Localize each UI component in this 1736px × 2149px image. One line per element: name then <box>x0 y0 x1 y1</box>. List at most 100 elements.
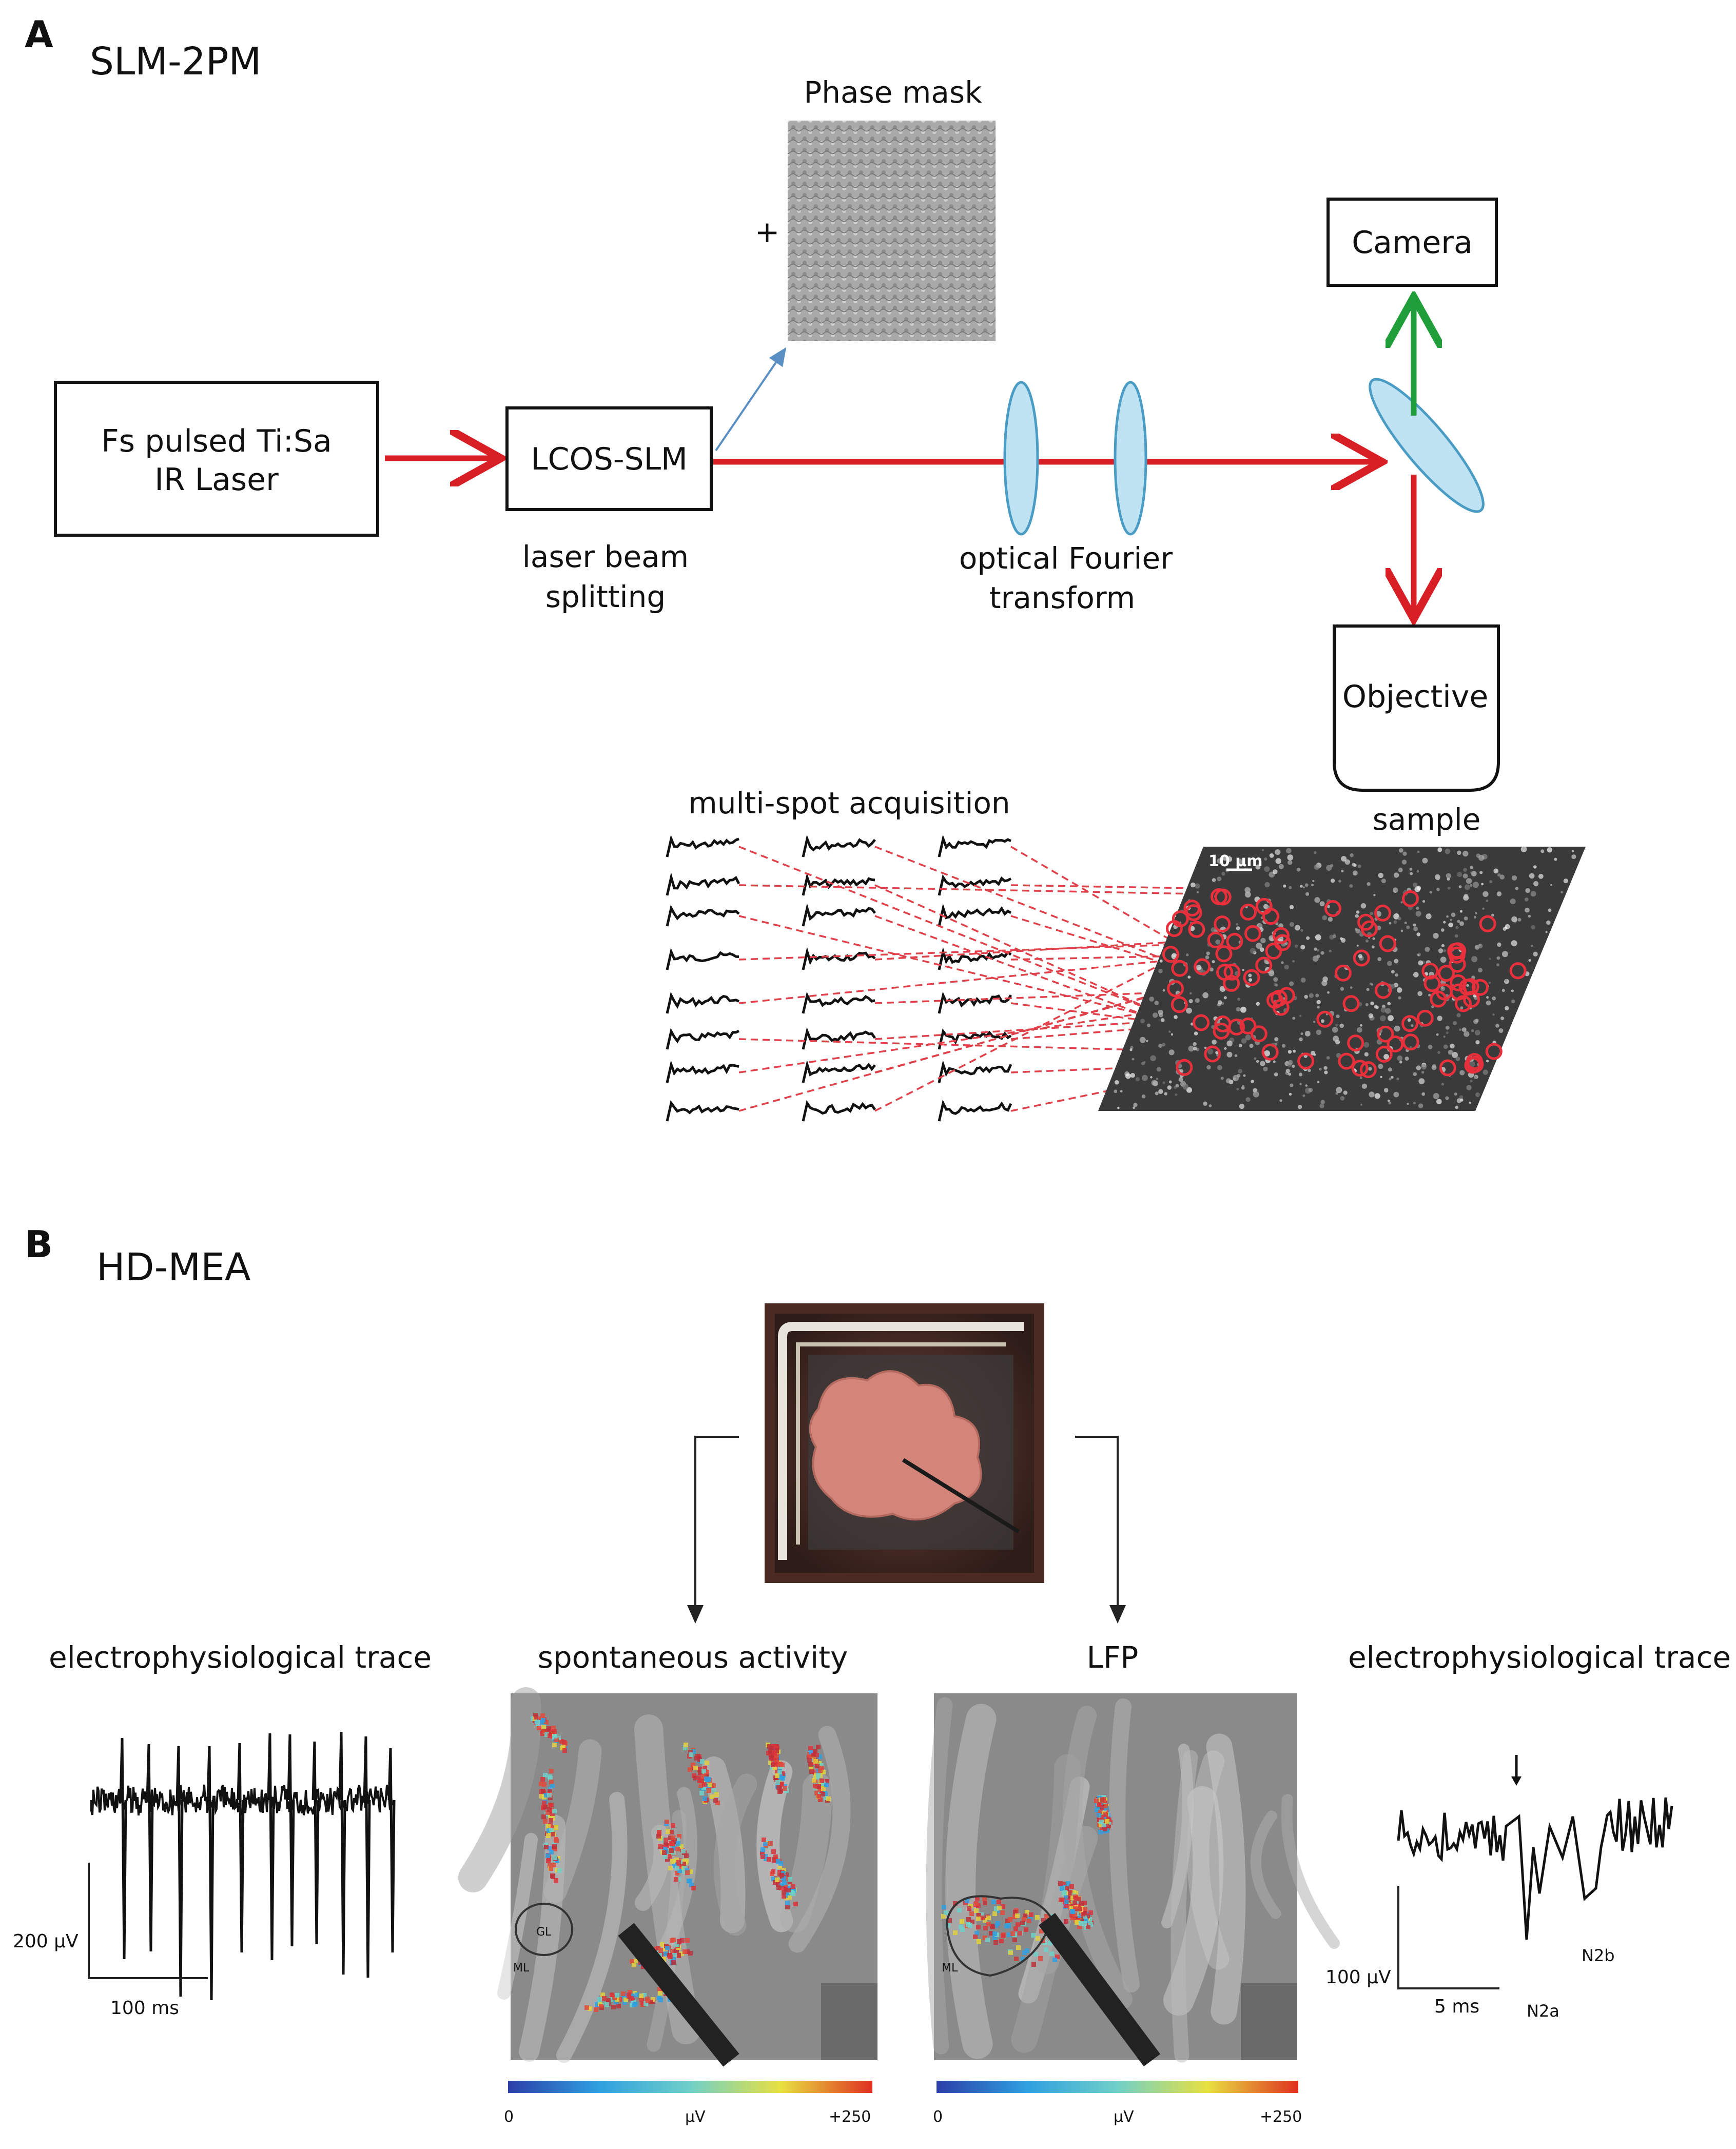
sample-speckle-dot <box>1415 911 1421 917</box>
map-activity-pixel <box>553 1855 557 1860</box>
map-activity-pixel <box>1023 1913 1027 1918</box>
sample-roi-spot <box>1204 1045 1221 1063</box>
map-activity-pixel <box>672 1953 677 1958</box>
sample-speckle-dot <box>1237 998 1241 1001</box>
sample-speckle-dot <box>1396 1077 1399 1081</box>
sample-speckle-dot <box>1133 1106 1136 1109</box>
map-activity-pixel <box>688 1767 692 1772</box>
map-activity-pixel <box>771 1849 776 1854</box>
spont-map-roi <box>515 1903 573 1956</box>
map-activity-pixel <box>1022 1950 1027 1955</box>
sample-speckle-dot <box>1410 872 1413 875</box>
multispot-label: multi-spot acquisition <box>688 786 1010 820</box>
map-activity-pixel <box>1084 1919 1088 1923</box>
lfp-map-small-label-2: ML <box>942 1962 958 1975</box>
sample-speckle-dot <box>1397 916 1401 921</box>
sample-speckle-dot <box>1369 1091 1375 1098</box>
map-activity-pixel <box>645 1997 650 2001</box>
sample-roi-spot <box>1342 995 1360 1012</box>
sample-speckle-dot <box>1238 1044 1242 1047</box>
sample-roi-spot <box>1509 962 1527 980</box>
sample-speckle-dot <box>1369 982 1373 986</box>
map-activity-pixel <box>544 1720 549 1725</box>
sample-speckle-dot <box>1304 1030 1311 1037</box>
map-activity-pixel <box>547 1846 552 1850</box>
sample-speckle-dot <box>1269 853 1274 858</box>
sample-scale-label: 10 µm <box>1208 852 1263 870</box>
map-activity-pixel <box>543 1773 548 1777</box>
spont-map-electrode <box>618 1923 739 2067</box>
sample-speckle-dot <box>1457 920 1460 923</box>
sample-speckle-dot <box>1141 1094 1146 1099</box>
sample-speckle-dot <box>1462 851 1469 857</box>
sample-speckle-dot <box>1287 854 1294 861</box>
sample-speckle-dot <box>1407 1103 1409 1105</box>
sample-speckle-dot <box>1525 888 1530 893</box>
sample-roi-spot <box>1194 958 1211 975</box>
map-activity-pixel <box>1044 1947 1048 1952</box>
map-activity-pixel <box>540 1777 545 1782</box>
map-activity-pixel <box>609 1997 613 2002</box>
sample-speckle-dot <box>1511 875 1517 881</box>
sample-speckle-dot <box>1135 1077 1140 1082</box>
sample-speckle-dot <box>1300 929 1303 932</box>
sample-speckle-dot <box>1390 984 1395 989</box>
map-activity-pixel <box>695 1754 700 1759</box>
sample-speckle-dot <box>1306 936 1310 940</box>
sample-roi-spot <box>1458 979 1476 996</box>
sample-speckle-dot <box>1217 876 1222 882</box>
sample-speckle-dot <box>1370 912 1373 915</box>
sample-roi-spot <box>1250 1025 1267 1043</box>
sample-speckle-dot <box>1158 969 1163 973</box>
map-activity-pixel <box>704 1776 709 1781</box>
sample-speckle-dot <box>1352 870 1358 876</box>
sample-speckle-dot <box>1374 1005 1378 1009</box>
sample-roi-spot <box>1214 915 1231 933</box>
sample-speckle-dot <box>1226 856 1233 862</box>
sample-speckle-dot <box>1129 1048 1133 1051</box>
map-activity-pixel <box>772 1857 777 1862</box>
map-activity-pixel <box>548 1789 552 1794</box>
sample-speckle-dot <box>1561 891 1563 893</box>
sample-speckle-dot <box>1394 1025 1400 1032</box>
sample-speckle-dot <box>1309 993 1314 998</box>
map-activity-pixel <box>816 1794 821 1799</box>
sample-speckle-dot <box>1482 907 1485 910</box>
map-activity-pixel <box>1072 1912 1077 1917</box>
sample-speckle-dot <box>1459 1095 1464 1100</box>
sample-speckle-dot <box>1505 979 1508 982</box>
sample-speckle-dot <box>1132 1058 1135 1061</box>
sample-speckle-dot <box>1454 1092 1457 1096</box>
map-activity-pixel <box>809 1769 814 1774</box>
sample-speckle-dot <box>1275 849 1281 855</box>
sample-speckle-dot <box>1550 884 1553 886</box>
sample-speckle-dot <box>1530 891 1536 897</box>
sample-speckle-dot <box>1511 989 1514 992</box>
sample-roi-spot <box>1479 915 1496 932</box>
sample-speckle-dot <box>1389 1078 1392 1081</box>
sample-speckle-dot <box>1407 1018 1411 1022</box>
map-activity-pixel <box>970 1920 974 1924</box>
sample-speckle-dot <box>1217 1065 1222 1070</box>
slm-caption-line1: laser beam <box>522 539 689 574</box>
lfp-colorbar-min: 0 <box>933 2108 943 2126</box>
map-tissue-band <box>543 1739 602 1903</box>
sample-speckle-dot <box>1159 959 1163 963</box>
map-activity-pixel <box>775 1773 779 1778</box>
map-activity-pixel <box>551 1726 556 1730</box>
sample-roi-spot <box>1324 900 1341 917</box>
sample-speckle-dot <box>1571 850 1574 853</box>
sample-speckle-dot <box>1397 1055 1403 1061</box>
sample-speckle-dot <box>1548 908 1552 912</box>
sample-speckle-dot <box>1240 1006 1246 1013</box>
sample-speckle-dot <box>1416 870 1419 873</box>
sample-speckle-dot <box>1391 1076 1394 1079</box>
sample-speckle-dot <box>1445 1025 1450 1030</box>
multispot-trace <box>666 905 740 927</box>
sample-speckle-dot <box>1335 1092 1338 1095</box>
sample-speckle-dot <box>1302 1094 1305 1097</box>
map-activity-pixel <box>976 1917 981 1921</box>
map-activity-pixel <box>983 1926 988 1930</box>
sample-speckle-dot <box>1161 1043 1166 1047</box>
map-activity-pixel <box>623 1997 628 2002</box>
